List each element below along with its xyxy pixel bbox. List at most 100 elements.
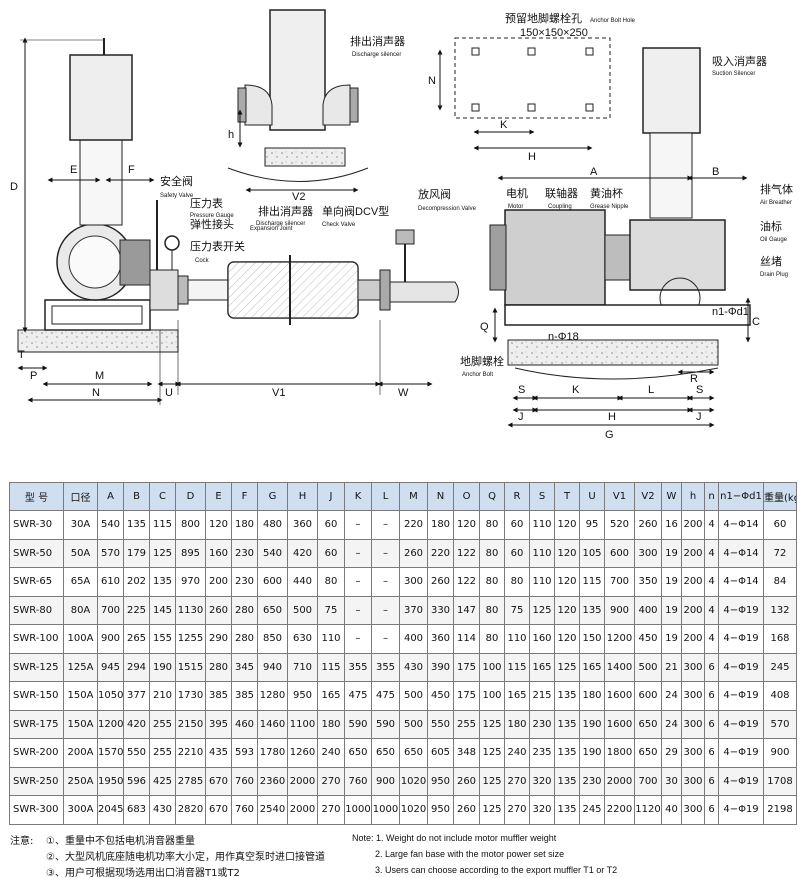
table-cell: 4	[704, 595, 719, 625]
table-cell: 60	[317, 538, 345, 568]
table-cell: 200	[681, 595, 705, 625]
table-cell: 6	[704, 766, 719, 796]
table-cell: 520	[604, 510, 635, 540]
table-cell: –	[344, 538, 372, 568]
discharge-silencer-label: 排出消声器	[258, 204, 313, 218]
note-zh-1: ①、重量中不包括电机消音器重量	[46, 836, 195, 847]
table-cell: 2000	[287, 766, 318, 796]
table-cell: 24	[661, 709, 682, 739]
table-cell: 950	[427, 795, 454, 825]
dim-F: F	[128, 164, 135, 176]
table-cell: 200	[205, 567, 232, 597]
table-cell: 120	[554, 595, 580, 625]
table-cell: 19	[661, 595, 682, 625]
table-cell: 19	[661, 624, 682, 654]
col-header: Q	[479, 482, 505, 511]
table-cell: 430	[399, 652, 428, 682]
table-cell: 570	[97, 538, 124, 568]
table-cell: 147	[453, 595, 480, 625]
blower-right	[629, 219, 726, 291]
dim-right-L: L	[648, 384, 654, 396]
table-cell: –	[371, 538, 400, 568]
table-cell: 500	[287, 595, 318, 625]
table-cell: 500	[634, 652, 662, 682]
table-cell: 135	[554, 681, 580, 711]
table-cell: 270	[504, 795, 530, 825]
table-cell: 225	[123, 595, 150, 625]
col-header: D	[175, 482, 206, 511]
table-cell: 900	[371, 766, 400, 796]
table-cell: 80A	[63, 595, 98, 625]
table-cell: 280	[231, 595, 258, 625]
table-cell: 1050	[97, 681, 124, 711]
table-cell: 500	[399, 681, 428, 711]
table-cell: 2210	[175, 738, 206, 768]
table-cell: 4	[704, 510, 719, 540]
notes-prefix: 注意:	[10, 836, 34, 847]
table-cell: 1120	[634, 795, 662, 825]
table-cell: 300	[634, 538, 662, 568]
col-header: T	[554, 482, 580, 511]
table-cell: 6	[704, 652, 719, 682]
discharge-silencer-label-en: Discharge silencer	[256, 221, 305, 227]
table-cell: 610	[97, 567, 124, 597]
table-cell: 210	[149, 681, 176, 711]
silencer-top	[269, 9, 326, 131]
col-header: h	[681, 482, 705, 511]
table-cell: 165	[504, 681, 530, 711]
table-cell: 760	[344, 766, 372, 796]
table-cell: 125	[479, 709, 505, 739]
table-cell: 72	[763, 538, 797, 568]
dim-J-right: J	[696, 411, 702, 423]
table-cell: 120	[554, 567, 580, 597]
table-cell: 240	[317, 738, 345, 768]
model-cell: SWR-150	[9, 681, 64, 711]
table-cell: 75	[317, 595, 345, 625]
table-cell: 400	[399, 624, 428, 654]
table-cell: 80	[504, 567, 530, 597]
table-cell: 2360	[257, 766, 288, 796]
table-cell: 1020	[399, 766, 428, 796]
motor-label: 电机	[506, 186, 528, 200]
table-cell: 345	[231, 652, 258, 682]
dim-V2: V2	[292, 191, 305, 203]
table-cell: 260	[453, 766, 480, 796]
table-cell: 1000	[344, 795, 372, 825]
dim-right-H: H	[608, 411, 616, 423]
table-cell: 260	[399, 538, 428, 568]
table-cell: 50A	[63, 538, 98, 568]
breather-label: 排气体	[760, 182, 793, 196]
safety-valve-label-en: Safety Valve	[160, 193, 194, 199]
table-cell: 385	[205, 681, 232, 711]
table-cell: 200	[681, 624, 705, 654]
table-cell: 80	[479, 567, 505, 597]
table-cell: 150A	[63, 709, 98, 739]
silencer-top-label-en: Discharge silencer	[352, 52, 401, 58]
table-cell: 125	[479, 795, 505, 825]
table-cell: 1800	[604, 738, 635, 768]
table-cell: 850	[257, 624, 288, 654]
note-en-3: 3. Users can choose according to the exp…	[375, 865, 618, 875]
table-cell: 235	[529, 738, 555, 768]
table-cell: 200	[681, 510, 705, 540]
table-cell: 84	[763, 567, 797, 597]
table-cell: 230	[529, 709, 555, 739]
table-cell: 190	[149, 652, 176, 682]
table-cell: 65A	[63, 567, 98, 597]
table-cell: 280	[205, 652, 232, 682]
table-cell: 330	[427, 595, 454, 625]
table-cell: 1515	[175, 652, 206, 682]
motor-label-en: Motor	[508, 204, 523, 210]
foundation-top	[264, 147, 346, 167]
table-cell: 683	[123, 795, 150, 825]
table-cell: 360	[427, 624, 454, 654]
table-cell: 240	[504, 738, 530, 768]
table-cell: 2820	[175, 795, 206, 825]
check-valve-label-en: Check Valve	[322, 222, 356, 228]
suction-label: 吸入消声器	[712, 54, 767, 68]
table-cell: 425	[149, 766, 176, 796]
